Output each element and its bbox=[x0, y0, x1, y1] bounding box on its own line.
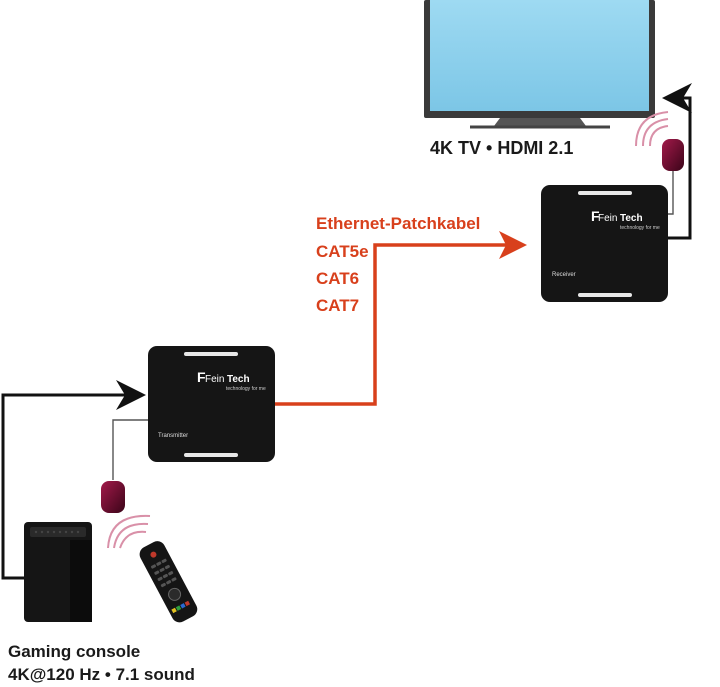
svg-text:technology for me: technology for me bbox=[226, 386, 266, 392]
cable-type-cat6: CAT6 bbox=[316, 269, 360, 288]
svg-text:Fein: Fein bbox=[205, 374, 224, 385]
remote-control-icon bbox=[139, 541, 198, 623]
console-caption-line1: Gaming console bbox=[8, 642, 141, 661]
svg-text:Tech: Tech bbox=[227, 374, 250, 385]
hdmi-in-arrow bbox=[1, 380, 146, 580]
console-caption-line2: 4K@120 Hz • 7.1 sound bbox=[8, 665, 195, 684]
cable-title: Ethernet-Patchkabel bbox=[316, 214, 481, 233]
svg-text:F: F bbox=[591, 208, 600, 224]
cable-type-cat5e: CAT5e bbox=[316, 242, 369, 261]
svg-text:technology for me: technology for me bbox=[620, 225, 660, 231]
feintech-logo-icon: F Fein Tech technology for me bbox=[591, 208, 660, 231]
cable-type-cat7: CAT7 bbox=[316, 296, 360, 315]
ir-signal-icon bbox=[635, 111, 669, 147]
svg-text:Fein: Fein bbox=[598, 213, 617, 224]
receiver-icon: F Fein Tech technology for me Receiver bbox=[541, 185, 668, 302]
gaming-console-icon bbox=[24, 522, 92, 622]
transmitter-icon: F Fein Tech technology for me Transmitte… bbox=[148, 346, 275, 462]
svg-text:Tech: Tech bbox=[620, 213, 643, 224]
ir-signal-icon bbox=[107, 514, 151, 549]
tv-caption: 4K TV • HDMI 2.1 bbox=[430, 138, 574, 158]
tv-icon bbox=[424, 0, 655, 129]
transmitter-label: Transmitter bbox=[158, 433, 188, 439]
svg-text:F: F bbox=[197, 369, 206, 385]
feintech-logo-icon: F Fein Tech technology for me bbox=[197, 369, 266, 392]
receiver-label: Receiver bbox=[552, 272, 576, 278]
ir-sensor-icon bbox=[101, 419, 148, 513]
hdmi-out-arrow bbox=[662, 83, 692, 240]
ethernet-cable bbox=[275, 231, 527, 406]
